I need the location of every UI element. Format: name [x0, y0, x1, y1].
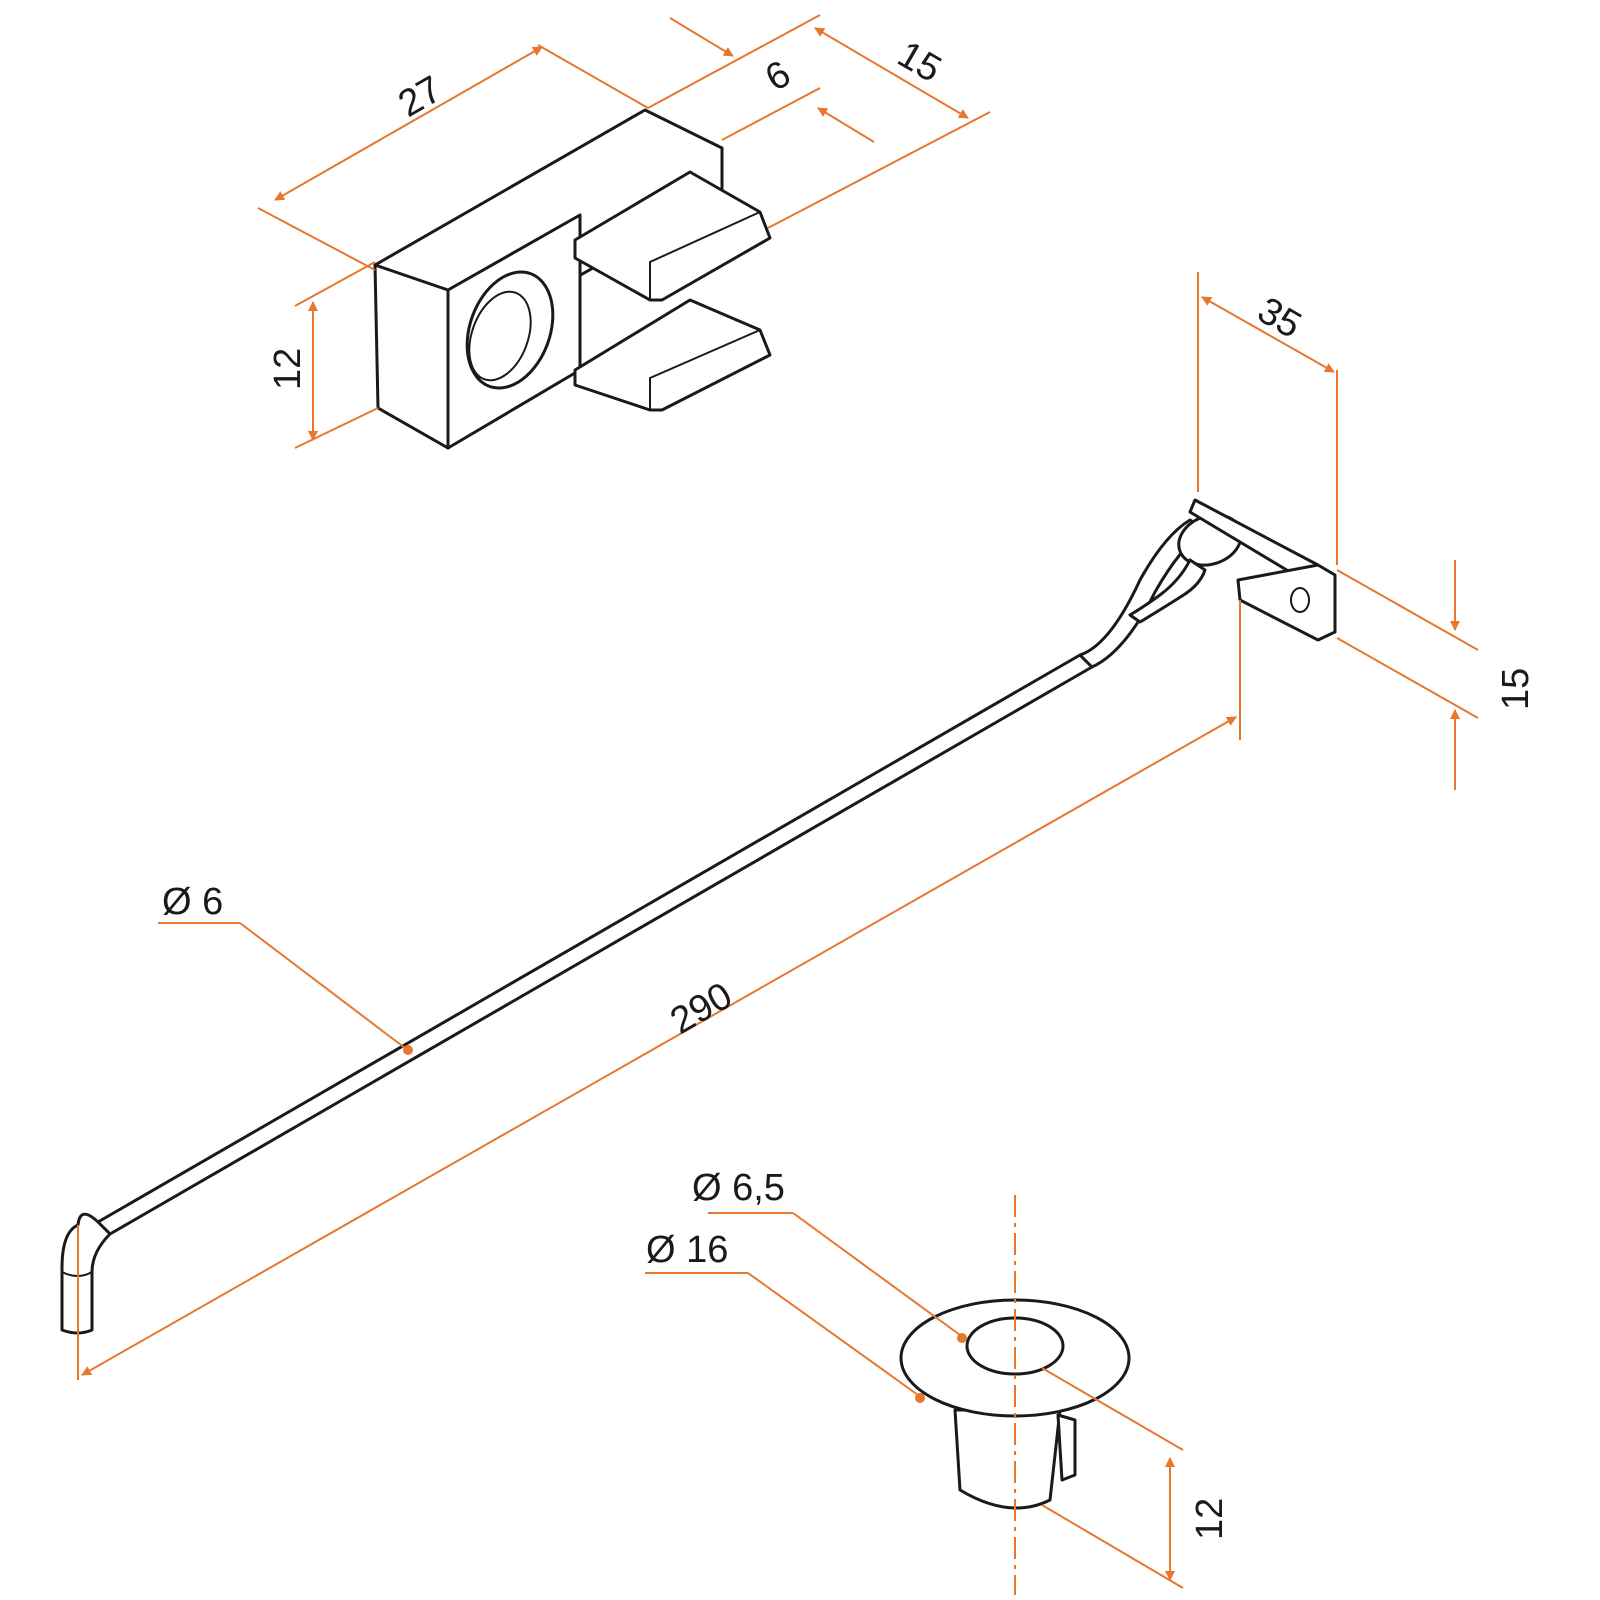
- bushing-sleeve: [953, 1408, 1062, 1510]
- dim-label-12-bushing: 12: [1189, 1498, 1231, 1540]
- bushing-fin: [1056, 1413, 1077, 1482]
- dim-line-27: [274, 46, 543, 201]
- keeper-hole-inner: [468, 290, 532, 382]
- dim-line-15-top: [814, 27, 969, 119]
- bushing-dimensions: Ø 6,5 Ø 16 12: [645, 1167, 1231, 1595]
- keeper-upper-prong: [573, 170, 772, 302]
- rod-eye-lower: [1128, 558, 1207, 624]
- dim-label-6: 6: [759, 53, 798, 100]
- dim-label-d6-5: Ø 6,5: [692, 1167, 785, 1209]
- dim-label-15-top: 15: [891, 33, 949, 91]
- mounting-plate: [1236, 563, 1337, 642]
- dim-label-15-plate: 15: [1495, 668, 1537, 710]
- dim-label-d6: Ø 6: [162, 881, 223, 923]
- dim-label-290: 290: [664, 975, 740, 1043]
- mounting-plate-hole: [1290, 587, 1310, 613]
- keeper-front-face: [373, 263, 450, 450]
- dim-label-35: 35: [1251, 289, 1309, 347]
- rod-end: [60, 1212, 112, 1335]
- dim-label-d16: Ø 16: [646, 1229, 728, 1271]
- dim-line-290: [81, 716, 1237, 1376]
- rod-body: [96, 653, 1094, 1236]
- dim-label-12-keeper: 12: [267, 348, 309, 390]
- keeper-part: [373, 108, 772, 450]
- keeper-lower-prong: [573, 298, 772, 412]
- dim-label-27: 27: [392, 68, 450, 126]
- dim-line-35: [1201, 296, 1335, 373]
